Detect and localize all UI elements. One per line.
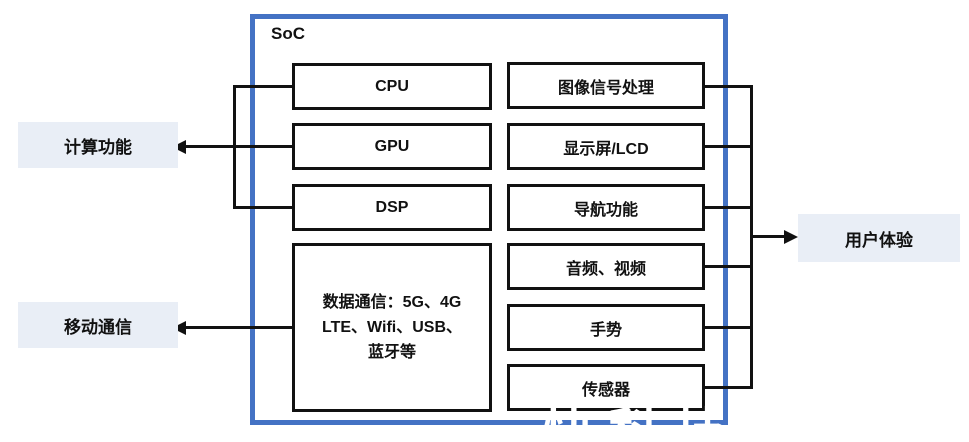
arrow-line-to-mobile-comm: [182, 326, 292, 329]
data-comm-line-2: LTE、Wifi、USB、: [322, 319, 462, 336]
right-bracket-stub-gesture: [705, 326, 753, 329]
arrow-line-to-user-experience: [750, 235, 786, 238]
left-bracket-stub-dsp: [233, 206, 293, 209]
box-audio-video-label: 音频、视频: [565, 260, 646, 278]
box-dsp-label: DSP: [375, 198, 409, 216]
right-bracket-stub-audio-video: [705, 265, 753, 268]
label-mobile-communication: 移动通信: [18, 302, 178, 348]
right-bracket-stub-sensor: [705, 386, 753, 389]
box-gpu-label: GPU: [374, 137, 410, 155]
box-image-signal-processing: 图像信号处理: [507, 62, 705, 109]
left-bracket-stub-gpu: [233, 145, 293, 148]
left-bracket-stub-cpu: [233, 85, 293, 88]
right-bracket-stub-navigation: [705, 206, 753, 209]
right-bracket-stub-lcd: [705, 145, 753, 148]
box-image-signal-processing-label: 图像信号处理: [557, 79, 654, 97]
box-gpu: GPU: [292, 123, 492, 170]
label-compute-function: 计算功能: [18, 122, 178, 168]
arrow-line-to-compute: [182, 145, 234, 148]
box-display-lcd: 显示屏/LCD: [507, 123, 705, 170]
data-comm-line-1: 数据通信：5G、4G: [322, 294, 462, 311]
box-sensor-label: 传感器: [581, 381, 630, 399]
box-audio-video: 音频、视频: [507, 243, 705, 290]
box-sensor: 传感器: [507, 364, 705, 411]
box-navigation: 导航功能: [507, 184, 705, 231]
box-data-communication: 数据通信：5G、4G LTE、Wifi、USB、 蓝牙等: [292, 243, 492, 412]
label-mobile-communication-text: 移动通信: [64, 317, 132, 337]
box-gesture-label: 手势: [589, 321, 622, 339]
data-comm-line-3: 蓝牙等: [367, 344, 416, 361]
box-display-lcd-label: 显示屏/LCD: [563, 140, 649, 158]
label-user-experience-text: 用户体验: [845, 230, 913, 250]
right-bracket-stub-isp: [705, 85, 753, 88]
label-user-experience: 用户体验: [798, 214, 960, 262]
box-cpu: CPU: [292, 63, 492, 110]
watermark: 快科技: [543, 403, 741, 442]
box-cpu-label: CPU: [375, 77, 409, 95]
box-gesture: 手势: [507, 304, 705, 351]
box-navigation-label: 导航功能: [573, 201, 638, 219]
arrow-right-icon: [784, 230, 798, 244]
soc-title: SoC: [271, 24, 305, 43]
soc-container-frame: [250, 14, 728, 425]
label-compute-function-text: 计算功能: [64, 137, 132, 157]
box-dsp: DSP: [292, 184, 492, 231]
